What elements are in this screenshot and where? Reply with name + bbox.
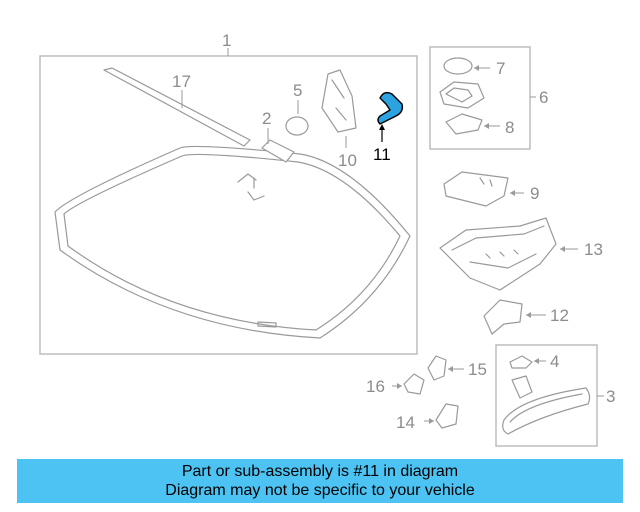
sensor-group-box [429, 46, 531, 150]
callout-5: 5 [293, 81, 302, 100]
callout-11: 11 [373, 145, 391, 164]
banner-line-2: Diagram may not be specific to your vehi… [165, 482, 475, 499]
part-5-pad: 5 [285, 81, 309, 136]
parts-diagram: 1 17 2 5 10 11 6 [39, 31, 615, 447]
part-9-cover: 9 [443, 171, 539, 207]
callout-10: 10 [338, 151, 357, 170]
callout-16: 16 [366, 377, 385, 396]
callout-2: 2 [262, 109, 271, 128]
callout-8: 8 [505, 118, 514, 137]
part-15-clip: 15 [427, 355, 487, 381]
part-rearview-mirror [502, 375, 591, 435]
callout-1: 1 [222, 31, 231, 50]
banner-line-1: Part or sub-assembly is #11 in diagram [181, 463, 459, 480]
callout-9: 9 [530, 184, 539, 203]
callout-14: 14 [396, 413, 415, 432]
part-14-clip: 14 [396, 403, 459, 432]
callout-4: 4 [550, 352, 559, 371]
part-7-gel-pad: 7 [443, 57, 505, 78]
callout-12: 12 [550, 306, 569, 325]
part-17-molding: 17 [103, 67, 251, 147]
callout-15: 15 [468, 360, 487, 379]
part-sensor [439, 81, 485, 109]
windshield-group-box [39, 55, 418, 355]
info-banner: Part or sub-assembly is #11 in diagram D… [17, 459, 623, 503]
part-12-clip: 12 [483, 299, 569, 335]
part-2-clip: 2 [261, 109, 295, 163]
callout-17: 17 [172, 72, 191, 91]
part-11-highlighted: 11 [373, 91, 404, 164]
part-13-housing: 13 [439, 217, 603, 291]
windshield-glass [54, 145, 411, 339]
part-10-bracket: 10 [321, 69, 357, 170]
callout-3: 3 [606, 387, 615, 406]
part-16-clip: 16 [366, 373, 425, 396]
part-4-mount: 4 [509, 352, 559, 371]
callout-7: 7 [496, 59, 505, 78]
part-8-bracket: 8 [445, 113, 514, 137]
callout-13: 13 [584, 240, 603, 259]
callout-6: 6 [539, 88, 548, 107]
